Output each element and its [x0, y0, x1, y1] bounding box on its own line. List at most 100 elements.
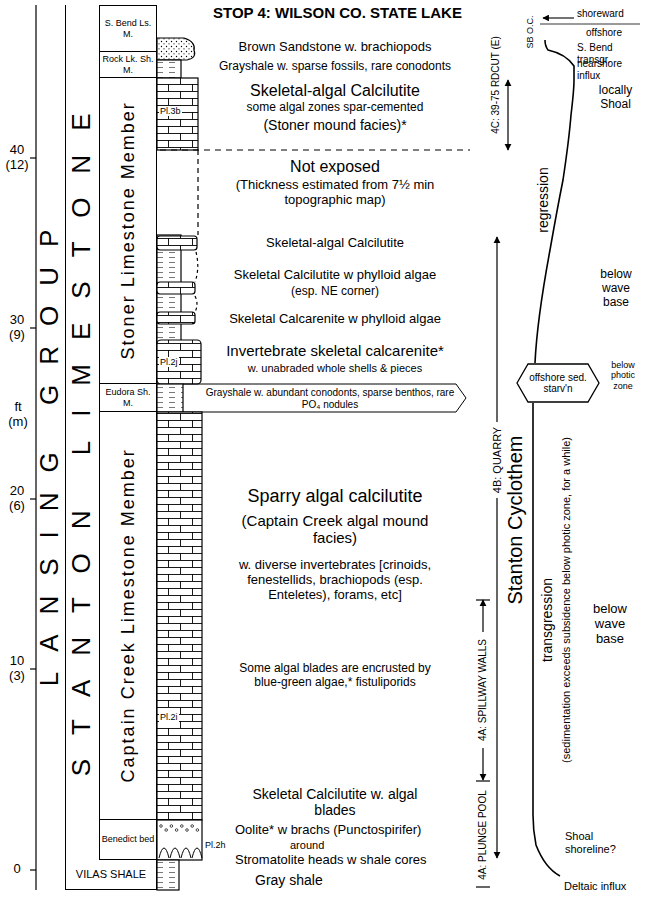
unit-box: S. Bend Ls. M.	[100, 5, 157, 52]
limestone-ledge	[157, 282, 195, 294]
lithology-column	[157, 38, 470, 890]
scale-number: 40 (12)	[2, 143, 32, 173]
ooid	[191, 825, 194, 828]
lithology-description: Skeletal Calcilutite w phylloid algae	[205, 268, 465, 283]
limestone-bed	[157, 412, 202, 820]
sea-level-curve	[533, 18, 640, 876]
unit-box: Captain Creek Limestone Member	[100, 412, 157, 820]
limestone-ledge	[157, 340, 201, 384]
ooid	[160, 825, 163, 828]
vertical-note: 4A: PLUNGE POOL	[477, 790, 489, 879]
stromatolite-head	[170, 848, 180, 858]
unit-name: VILAS SHALE	[74, 868, 148, 881]
limestone-ledge	[157, 236, 197, 250]
ooid	[196, 829, 199, 832]
plate-reference: Pl.3b	[159, 106, 182, 116]
unit-name: Benedict bed	[100, 834, 157, 844]
ooid	[175, 829, 178, 832]
sample-ranges	[476, 80, 508, 887]
vertical-note: 4A: SPILLWAY WALLS	[477, 639, 489, 741]
lithology-description: Skeletal-algal Calcilutite	[205, 236, 465, 251]
unit-box: Rock Lk. Sh. M.	[100, 52, 157, 78]
environment-note: Shoal shoreline?	[565, 830, 627, 855]
ooid	[181, 825, 184, 828]
stromatolite-head	[181, 848, 191, 858]
scale-unit: ft (m)	[4, 400, 32, 430]
unit-box: STANTON LIMESTONE	[66, 5, 100, 860]
lithology-description: Pl.2h	[205, 840, 226, 850]
environment-note: Deltaic influx	[564, 880, 644, 893]
ooid	[165, 829, 168, 832]
unit-name: S. Bend Ls. M.	[99, 18, 158, 39]
unit-name: offshore sed. starv'n	[525, 372, 591, 395]
lithology-description: w. diverse invertebrates [crinoids, fene…	[220, 558, 450, 603]
plate-reference: Pl.2j	[159, 357, 179, 367]
environment-note: below photic zone	[600, 360, 646, 391]
environment-note: S. Bend transgr.	[577, 42, 647, 65]
lithology-description: around	[290, 839, 350, 852]
lithology-description: Brown Sandstone w. brachiopods	[205, 40, 465, 55]
environment-note: locally Shoal	[588, 84, 643, 112]
unit-name-vertical: Captain Creek Limestone Member	[118, 448, 139, 782]
unit-box: LANSING GROUP	[36, 5, 66, 890]
stromatolite-bed	[157, 820, 202, 860]
unit-box: Benedict bed	[100, 820, 157, 860]
hexagon-shape	[517, 364, 599, 402]
environment-note: shoreward	[577, 8, 647, 20]
scale-number: 0	[6, 862, 28, 877]
lithology-description: Skeletal-algal Calcilutite	[205, 82, 465, 100]
lithology-description: (Captain Creek algal mound facies)	[230, 512, 440, 547]
limestone-ledge	[157, 312, 195, 324]
scale-number: 20 (6)	[4, 484, 30, 514]
lithology-description: Oolite* w brachs (Punctospirifer)	[235, 823, 475, 838]
unit-name: Rock Lk. Sh. M.	[99, 54, 158, 75]
lithology-description: (esp. NE corner)	[205, 285, 465, 299]
environment-hexagon: offshore sed. starv'n	[516, 363, 600, 403]
limestone-bed	[157, 78, 198, 150]
shale-outline	[183, 384, 466, 412]
plate-reference: Pl.2i	[159, 712, 179, 722]
unit-name-vertical: LANSING GROUP	[36, 209, 66, 686]
sandstone-bed	[157, 38, 195, 60]
vertical-note: (sedimentation exceeds subsidence below …	[560, 437, 573, 763]
unit-name-vertical: STANTON LIMESTONE	[68, 89, 98, 776]
lithology-description: Skeletal Calcilutite w. algal blades	[240, 786, 430, 818]
vertical-note: Stanton Cyclothem	[504, 436, 527, 605]
shale-bed	[157, 235, 181, 384]
vertical-note: 4C: 39-75 RDCUT (E)	[490, 36, 502, 134]
lithology-description: (Thickness estimated from 7½ min topogra…	[230, 178, 440, 208]
unit-box: Stoner Limestone Member	[100, 78, 157, 384]
lithology-description: Some algal blades are encrusted by blue-…	[235, 662, 435, 690]
lithology-description: Stromatolite heads w shale cores	[235, 853, 475, 868]
unit-name-vertical: Stoner Limestone Member	[118, 101, 139, 359]
vertical-note: regression	[535, 167, 551, 232]
vertical-note: 4B: QUARRY	[491, 427, 504, 493]
lithology-description: some algal zones spar-cemented	[205, 101, 465, 115]
covered-boundary	[160, 150, 470, 151]
lithology-description: Grayshale w. sparse fossils, rare conodo…	[200, 60, 470, 74]
diagram-title: STOP 4: WILSON CO. STATE LAKE	[200, 4, 475, 21]
lithology-description: (Stoner mound facies)*	[205, 117, 465, 133]
scale-number: 30 (9)	[4, 313, 30, 343]
scale-number: 10 (3)	[4, 654, 30, 684]
shale-bed	[157, 60, 181, 78]
stromatolite-head	[159, 848, 169, 858]
bed-edge	[195, 252, 198, 312]
shale-bed	[157, 384, 183, 412]
lithology-description: Gray shale	[255, 872, 375, 888]
unit-box: Eudora Sh. M.	[100, 384, 157, 412]
ooid	[186, 829, 189, 832]
lithology-description: w. unabraded whole shells & pieces	[205, 362, 465, 375]
unit-box: VILAS SHALE	[66, 860, 157, 890]
environment-note: below wave base	[584, 602, 636, 647]
covered-interval	[197, 150, 198, 235]
environment-note: offshore	[586, 27, 646, 39]
environment-note: below wave base	[590, 268, 642, 309]
unit-name: Eudora Sh. M.	[99, 387, 158, 408]
vertical-note: SB O.C.	[525, 15, 535, 48]
shale-bed	[157, 860, 179, 890]
lithology-description: Sparry algal calcilutite	[205, 486, 465, 507]
lithology-description: Not exposed	[205, 158, 465, 176]
